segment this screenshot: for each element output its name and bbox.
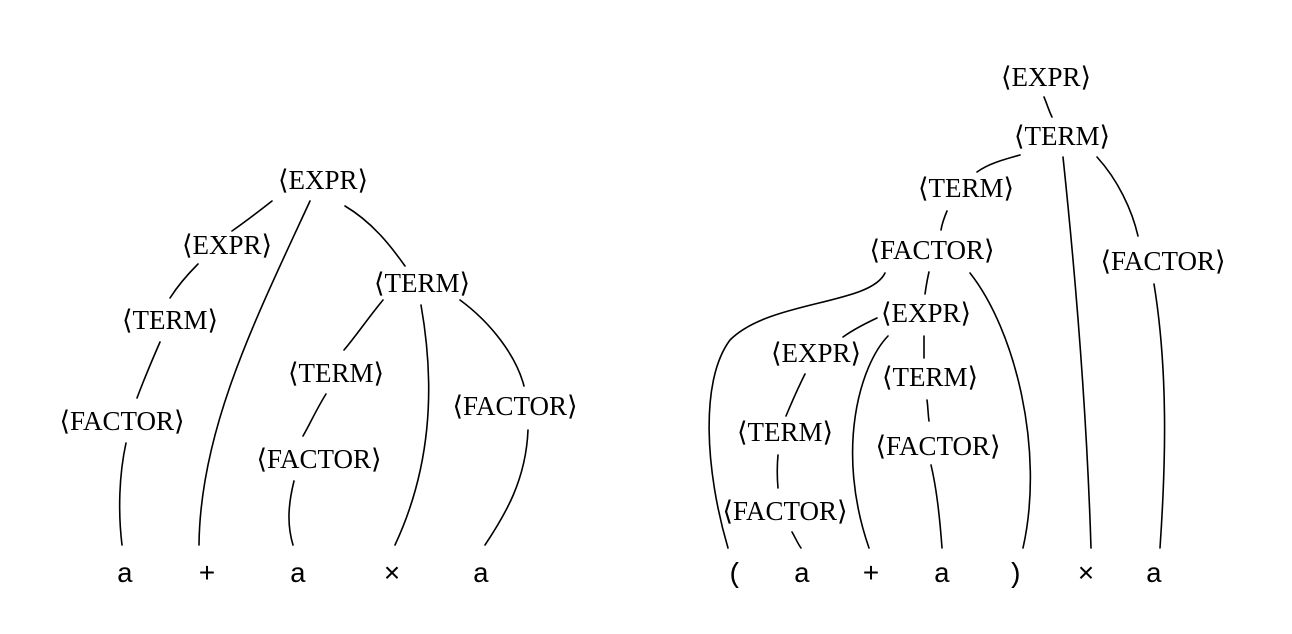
tree2-edge-factor-paren-to-lparen [708,272,886,549]
tree2-node-factor-paren: ⟨FACTOR⟩ [869,235,994,265]
tree2-leaf-times: × [1078,560,1095,591]
tree1-node-expr-left: ⟨EXPR⟩ [182,230,272,260]
tree2-node-term-inner: ⟨TERM⟩ [882,362,978,392]
tree1-edge-term-right-to-term-inner [343,299,384,351]
tree2-node-factor-inner: ⟨FACTOR⟩ [875,431,1000,461]
tree2-leaf-rparen: ) [1007,560,1024,591]
tree2-node-term-sub: ⟨TERM⟩ [737,417,833,447]
tree2-edge-factor-outer-to-a3 [1153,283,1166,549]
tree1-edge-factor-right-to-a3 [484,429,529,546]
tree1-edge-expr-root-to-term-right [344,205,406,267]
tree2-edge-expr-sub-to-term-sub [785,373,806,417]
tree2-edges [708,96,1166,549]
tree1-edge-factor-left-to-a1 [118,442,127,546]
tree2-edge-term-sub-to-factor-sub [776,454,779,489]
tree1-edge-term-right-to-times [394,304,430,546]
tree2-node-factor-outer: ⟨FACTOR⟩ [1100,246,1225,276]
tree1-edge-expr-root-to-plus [198,200,311,546]
tree1-node-factor-right: ⟨FACTOR⟩ [452,391,577,421]
tree2-edge-term-top-to-times [1062,156,1092,549]
tree2-leaf-plus: + [863,560,880,591]
tree1-edge-expr-left-to-term-left [169,263,199,299]
tree1-leaf-plus: + [199,560,216,591]
tree1-leaf-times: × [384,560,401,591]
tree2-edge-term-top-to-term-mid [976,154,1021,173]
tree2-leaf-a2: a [934,560,951,591]
tree2-edge-factor-paren-to-rparen [969,272,1032,549]
tree2-edge-expr-inner-to-expr-sub [842,317,878,338]
tree2-edge-factor-inner-to-a2 [930,464,943,549]
tree2-edge-factor-paren-to-expr-inner [924,271,930,295]
tree1-leaf-a3: a [473,560,490,591]
parse-tree-1: ⟨EXPR⟩ ⟨EXPR⟩ ⟨TERM⟩ ⟨FACTOR⟩ ⟨TERM⟩ ⟨TE… [59,165,577,591]
tree1-node-factor-left: ⟨FACTOR⟩ [59,406,184,436]
tree2-node-term-mid: ⟨TERM⟩ [918,173,1014,203]
tree1-node-term-right: ⟨TERM⟩ [374,268,470,298]
tree1-edge-expr-root-to-expr-left [231,200,273,232]
tree2-edge-factor-sub-to-a1 [791,531,802,549]
tree2-leaf-a1: a [794,560,811,591]
tree2-edge-term-top-to-factor-outer [1096,156,1139,237]
tree1-node-term-left: ⟨TERM⟩ [122,305,218,335]
tree2-edge-term-inner-to-factor-inner [926,399,930,422]
tree1-node-factor-inner: ⟨FACTOR⟩ [256,444,381,474]
tree1-edges [118,200,529,546]
tree1-leaf-a2: a [290,560,307,591]
tree1-edge-factor-inner-to-a2 [288,480,295,546]
tree2-edge-term-mid-to-factor-paren [940,210,948,231]
tree1-edge-term-inner-to-factor-inner [302,393,327,437]
tree1-edge-term-right-to-factor-right [459,299,525,387]
tree2-edge-expr-inner-to-plus [851,335,889,549]
tree2-node-expr-root: ⟨EXPR⟩ [1001,62,1091,92]
tree2-leaf-lparen: ( [727,560,744,591]
tree2-node-expr-sub: ⟨EXPR⟩ [771,338,861,368]
parse-tree-2: ⟨EXPR⟩ ⟨TERM⟩ ⟨TERM⟩ ⟨FACTOR⟩ ⟨FACTOR⟩ ⟨… [708,62,1226,591]
tree2-node-term-top: ⟨TERM⟩ [1014,121,1110,151]
tree2-edge-expr-root-to-term-top [1043,96,1053,118]
tree2-node-expr-inner: ⟨EXPR⟩ [881,298,971,328]
tree2-leaf-a3: a [1146,560,1163,591]
tree2-node-factor-sub: ⟨FACTOR⟩ [722,496,847,526]
tree1-edge-term-left-to-factor-left [136,341,161,399]
tree1-node-term-inner: ⟨TERM⟩ [288,358,384,388]
tree1-leaf-a1: a [117,560,134,591]
tree1-node-expr-root: ⟨EXPR⟩ [278,165,368,195]
